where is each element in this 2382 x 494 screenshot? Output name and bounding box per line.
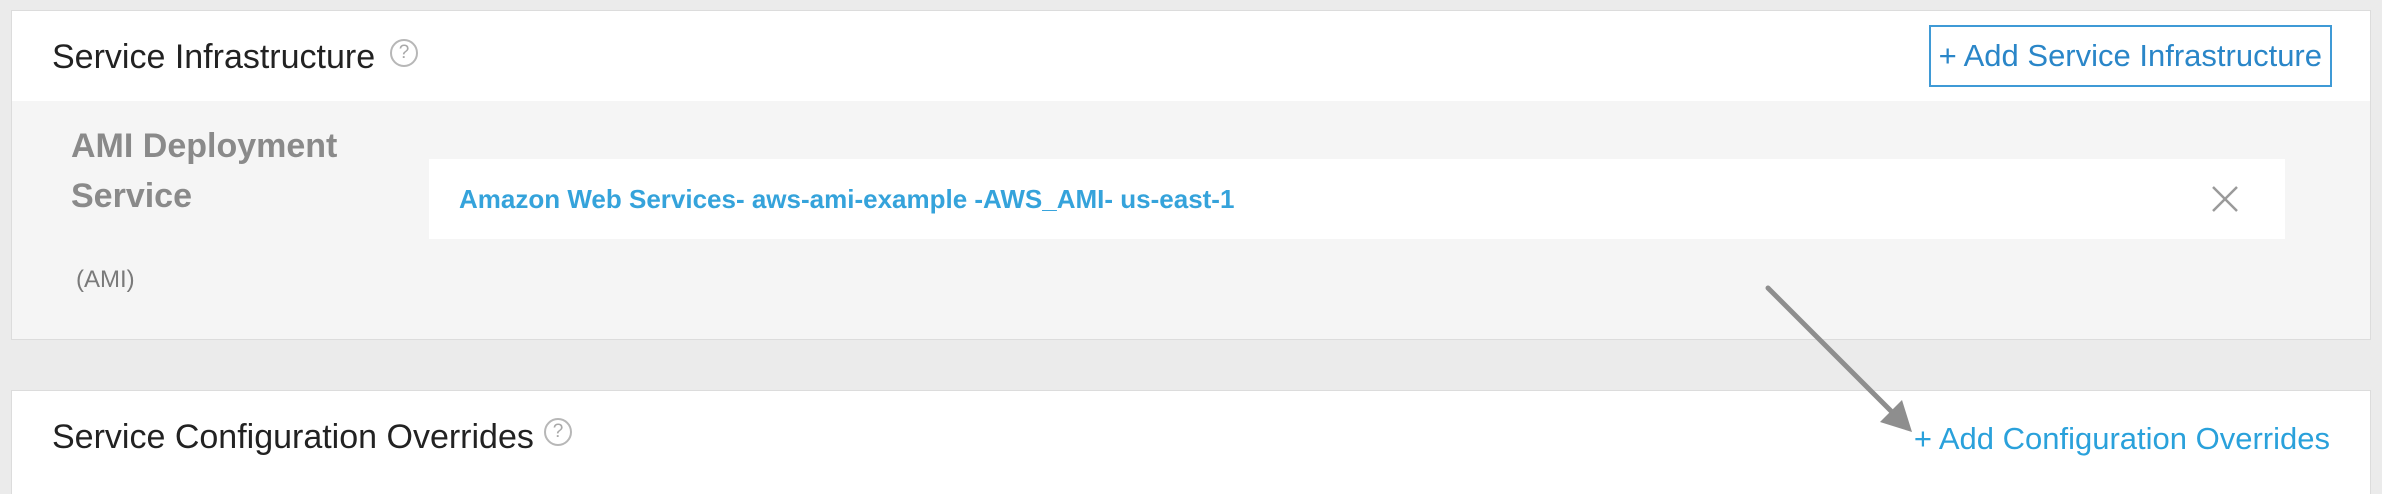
service-infrastructure-title: Service Infrastructure bbox=[52, 38, 376, 76]
service-infrastructure-header: Service Infrastructure ? + Add Service I… bbox=[12, 11, 2370, 101]
service-infrastructure-panel: Service Infrastructure ? + Add Service I… bbox=[11, 10, 2371, 340]
service-name: AMI Deployment Service bbox=[71, 127, 338, 215]
service-infrastructure-body: AMI Deployment Service (AMI) Amazon Web … bbox=[12, 101, 2370, 339]
close-icon[interactable] bbox=[2207, 181, 2243, 217]
help-icon[interactable]: ? bbox=[544, 418, 572, 446]
service-configuration-overrides-header: Service Configuration Overrides ? + Add … bbox=[12, 391, 2370, 481]
add-service-infrastructure-button[interactable]: + Add Service Infrastructure bbox=[1928, 25, 2332, 87]
service-configuration-overrides-title: Service Configuration Overrides bbox=[52, 418, 534, 456]
help-icon[interactable]: ? bbox=[390, 39, 418, 67]
infra-mapping-link[interactable]: Amazon Web Services- aws-ami-example -AW… bbox=[459, 184, 1235, 214]
service-configuration-overrides-panel: Service Configuration Overrides ? + Add … bbox=[11, 390, 2371, 494]
annotation-arrow bbox=[1765, 285, 1912, 432]
infra-mapping-row: Amazon Web Services- aws-ami-example -AW… bbox=[429, 159, 2285, 239]
add-configuration-overrides-link[interactable]: + Add Configuration Overrides bbox=[1913, 421, 2330, 456]
service-type: (AMI) bbox=[76, 266, 135, 293]
